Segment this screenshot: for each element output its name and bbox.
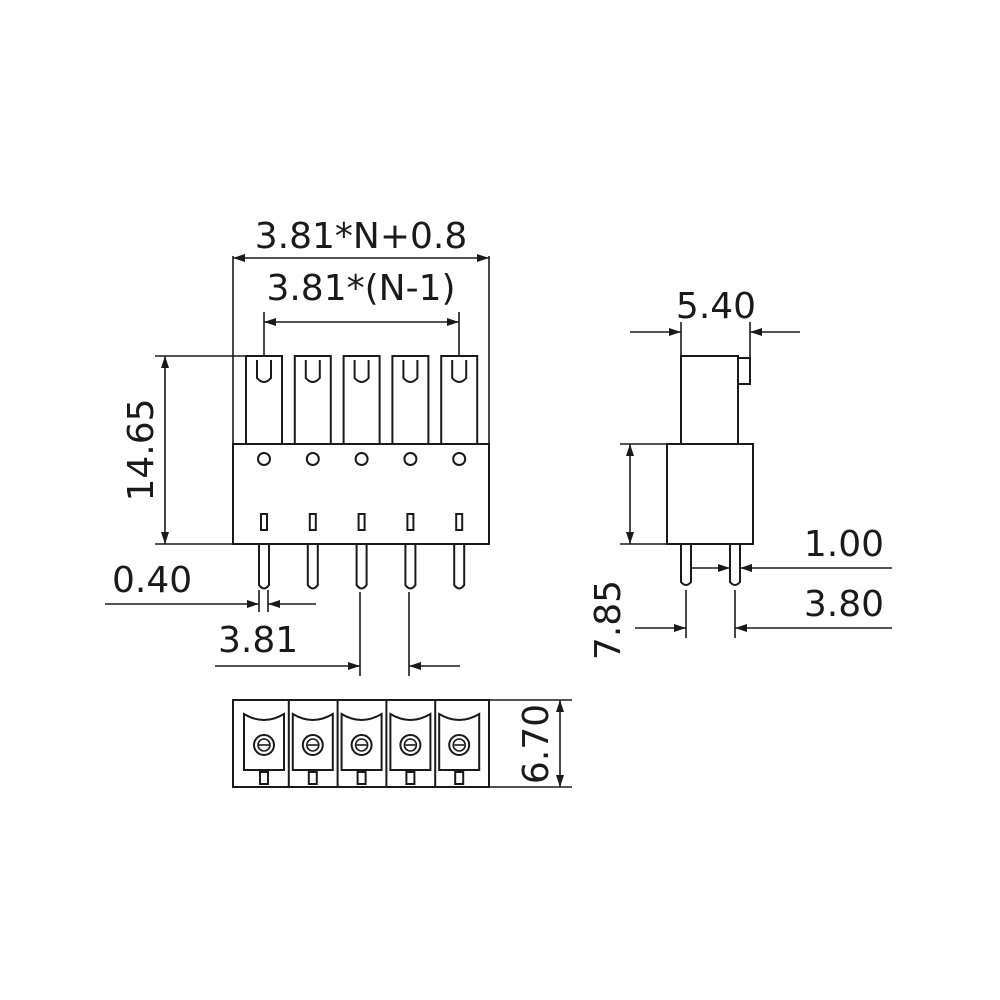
side-pin-left (680, 544, 692, 586)
bottom-pin-tab (454, 771, 465, 785)
height-label: 14.65 (121, 398, 162, 501)
bottom-screw-inner (354, 738, 369, 752)
bottom-body (232, 699, 490, 788)
bottom-cell-outline (340, 712, 383, 771)
row-spacing-label: 3.80 (804, 584, 884, 625)
bottom-pin-tab (356, 771, 367, 785)
bottom-screw (448, 734, 471, 756)
bottom-pin-tab (307, 771, 318, 785)
bottom-cell-outline (243, 712, 285, 771)
front-housing-cell (245, 355, 283, 445)
front-pin (258, 544, 270, 590)
front-screw-hole (257, 452, 271, 466)
front-pin-slot (308, 513, 317, 531)
side-pin-right (729, 544, 741, 586)
depth-dimension: 6.70 (489, 699, 572, 788)
front-pin-slot (455, 513, 464, 531)
side-width-dimension: 5.40 (630, 286, 800, 358)
front-pin-slot (406, 513, 415, 531)
bottom-pin-tab (259, 771, 269, 785)
side-lower-body (666, 443, 754, 545)
front-screw-hole (403, 452, 418, 466)
front-wire-slot (304, 360, 321, 383)
front-screw-hole (354, 452, 369, 466)
pin-width-label: 0.40 (112, 560, 192, 601)
pitch-label: 3.81 (218, 620, 298, 661)
bottom-pin-tab (405, 771, 416, 785)
front-pin-slot (357, 513, 366, 531)
row-spacing-dimension: 3.80 (635, 584, 892, 638)
depth-label: 6.70 (516, 704, 557, 784)
bottom-cell-outline (389, 712, 432, 771)
overall-width-label: 3.81*N+0.8 (255, 216, 468, 257)
front-housing-cell (342, 355, 381, 445)
front-pin (453, 544, 466, 590)
front-pin-slot (260, 513, 268, 531)
front-screw-hole (305, 452, 320, 466)
bottom-screw (399, 734, 422, 756)
pin-thickness-dimension: 1.00 (691, 524, 892, 572)
front-pin (306, 544, 319, 590)
bottom-view (232, 699, 490, 788)
front-view (232, 355, 490, 590)
side-height-label: 7.85 (588, 580, 629, 660)
side-upper-housing (680, 355, 739, 445)
side-width-label: 5.40 (676, 286, 756, 327)
bottom-cells (243, 700, 481, 787)
side-latch (737, 357, 751, 385)
height-dimension: 14.65 (121, 355, 245, 545)
front-housing-cell (440, 355, 479, 445)
front-wire-slot (402, 360, 419, 383)
bottom-screw-inner (403, 738, 418, 752)
front-wire-slot (353, 360, 370, 383)
pitch-span-label: 3.81*(N-1) (266, 268, 455, 309)
overall-width-dimension: 3.81*N+0.8 (232, 216, 490, 444)
front-pin (404, 544, 417, 590)
bottom-cell-outline (438, 712, 481, 771)
pin-width-dimension: 0.40 (105, 560, 316, 612)
front-wire-slot (451, 360, 468, 383)
pin-thickness-label: 1.00 (804, 524, 884, 565)
pitch-span-dimension: 3.81*(N-1) (263, 268, 460, 355)
bottom-screw-inner (257, 738, 271, 752)
front-pin (355, 544, 368, 590)
front-housing-cell (293, 355, 332, 445)
front-cells (245, 355, 479, 590)
front-housing-cell (391, 355, 430, 445)
side-view (666, 355, 754, 586)
pitch-dimension: 3.81 (215, 592, 460, 676)
bottom-screw (350, 734, 373, 756)
front-screw-hole (452, 452, 467, 466)
bottom-screw (301, 734, 324, 756)
front-wire-slot (256, 360, 272, 383)
bottom-screw (253, 734, 275, 756)
bottom-screw-inner (452, 738, 467, 752)
bottom-screw-inner (305, 738, 320, 752)
bottom-cell-outline (291, 712, 334, 771)
side-height-dimension: 7.85 (588, 443, 667, 660)
